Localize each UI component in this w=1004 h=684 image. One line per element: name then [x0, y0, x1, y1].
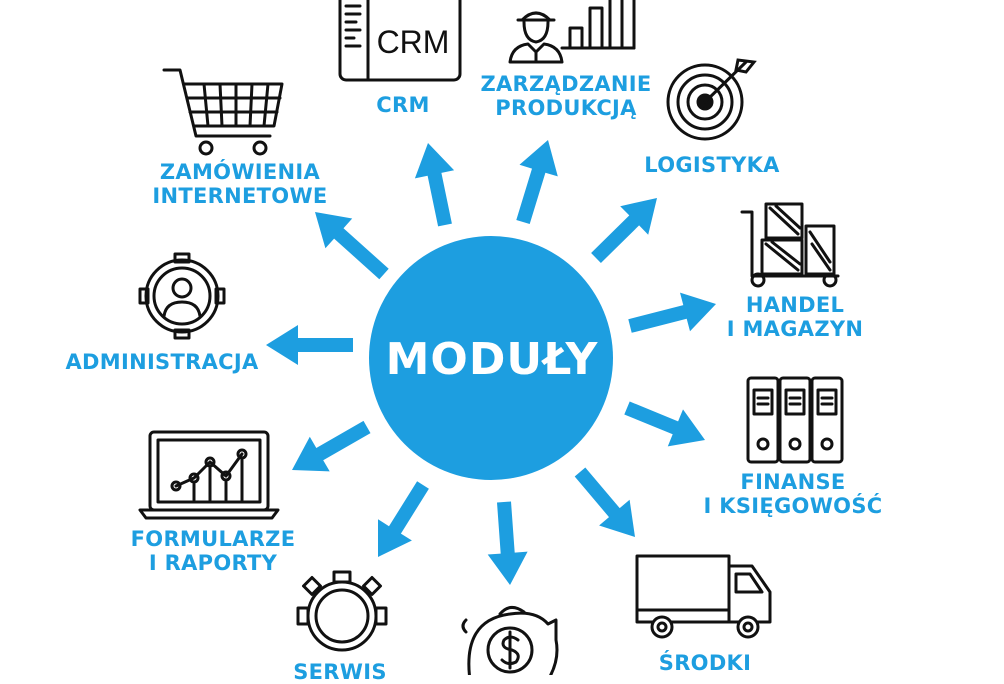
arrow-piggy: [487, 501, 528, 585]
module-label-line: FINANSE: [740, 470, 846, 494]
module-label-line: CRM: [376, 93, 430, 117]
module-label-line: ZAMÓWIENIA: [159, 160, 321, 184]
module-label-srodki: ŚRODKI: [555, 651, 855, 675]
arrow-formularze: [292, 420, 371, 472]
module-label-line: HANDEL: [745, 293, 845, 317]
arrow-zamowienia: [315, 212, 389, 280]
center-circle: [369, 236, 613, 480]
crm-icon-text: CRM: [377, 24, 450, 60]
worker-chart-icon: [508, 0, 636, 64]
module-label-line: INTERNETOWE: [152, 184, 328, 208]
module-label-crm: CRM: [253, 93, 553, 117]
crm-window-icon: [338, 0, 462, 82]
module-label-line: SERWIS: [293, 660, 387, 684]
module-label-administracja: ADMINISTRACJA: [12, 350, 312, 374]
module-label-line: PRODUKCJĄ: [495, 96, 637, 120]
module-label-line: I KSIĘGOWOŚĆ: [703, 494, 883, 518]
module-label-line: ŚRODKI: [658, 651, 752, 675]
module-label-serwis: SERWIS: [190, 660, 490, 684]
module-label-logistyka: LOGISTYKA: [562, 153, 862, 177]
laptop-chart-icon: [138, 430, 280, 520]
gear-user-icon: [138, 252, 226, 340]
arrow-serwis: [378, 481, 429, 557]
arrow-logistyka: [591, 198, 657, 263]
arrow-administracja: [266, 325, 353, 365]
cart-boxes-icon: [740, 202, 840, 288]
arrow-crm: [414, 143, 455, 227]
module-label-line: ZARZĄDZANIE: [480, 72, 652, 96]
arrows-group: [266, 140, 716, 585]
module-label-line: LOGISTYKA: [644, 153, 780, 177]
truck-icon: [635, 554, 772, 639]
shopping-cart-icon: [162, 68, 284, 156]
module-label-line: I MAGAZYN: [726, 317, 864, 341]
module-label-line: ADMINISTRACJA: [65, 350, 259, 374]
piggy-bank-icon: [461, 606, 559, 675]
module-label-line: I RAPORTY: [148, 551, 278, 575]
center-label: MODUŁY: [385, 334, 599, 385]
arrow-handel: [628, 292, 716, 333]
target-icon: [666, 58, 757, 141]
gear-icon: [296, 570, 388, 652]
arrow-finanse: [624, 401, 705, 447]
arrow-srodki: [574, 467, 635, 537]
arrow-produkcja: [516, 140, 558, 224]
module-label-line: FORMULARZE: [130, 527, 296, 551]
binders-icon: [746, 376, 844, 464]
